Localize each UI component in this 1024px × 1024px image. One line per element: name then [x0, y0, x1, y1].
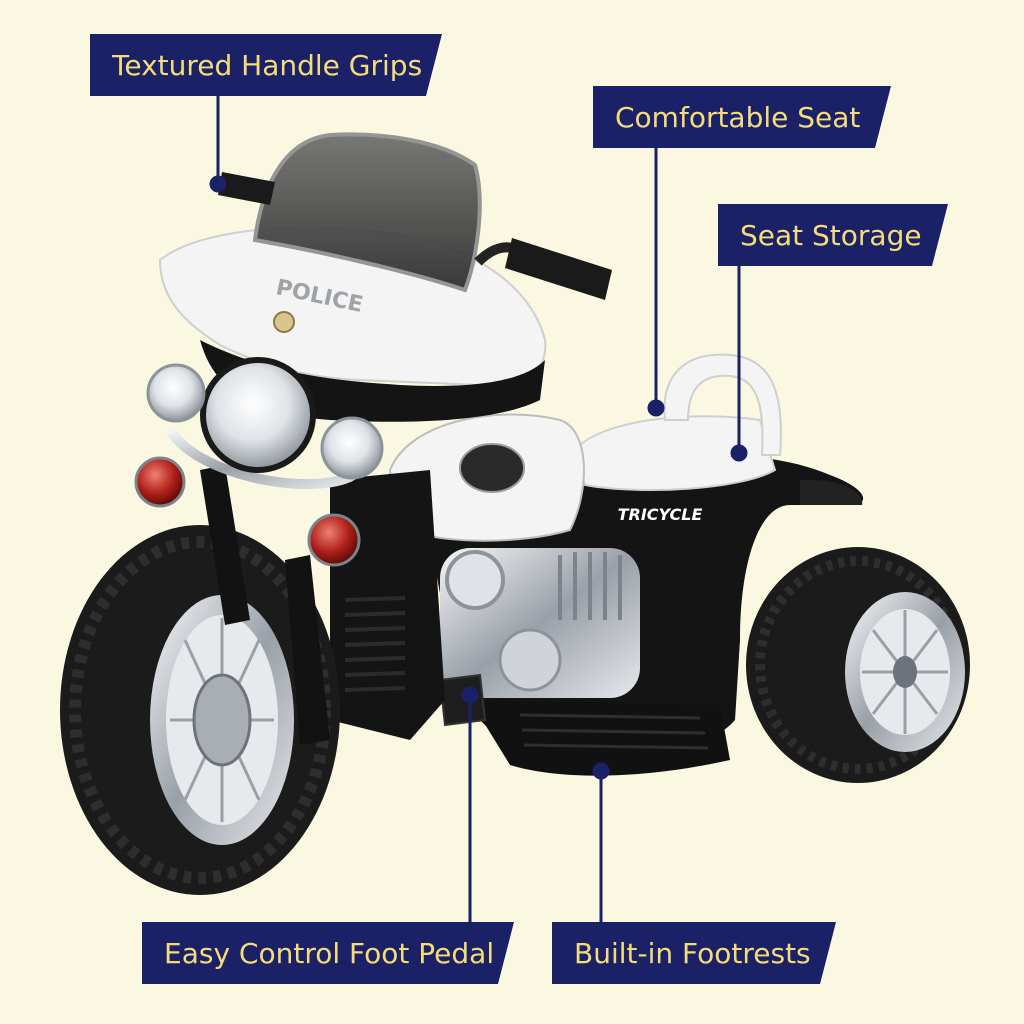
tank-label: TRICYCLE — [618, 505, 703, 524]
red-reflectors — [134, 456, 361, 567]
callout-handle-grips: Textured Handle Grips — [90, 34, 442, 96]
callout-seat-storage: Seat Storage — [718, 204, 948, 266]
rear-wheel — [746, 547, 970, 783]
front-fork — [285, 555, 330, 745]
seat — [573, 353, 782, 491]
foot-pedal — [438, 673, 487, 727]
callout-foot-pedal: Easy Control Foot Pedal — [142, 922, 514, 984]
chrome-engine — [440, 548, 640, 698]
callout-footrests: Built-in Footrests — [552, 922, 836, 984]
left-handle-grip — [218, 172, 275, 205]
callout-leaders — [209, 96, 748, 922]
front-body — [330, 470, 445, 740]
light-bar — [165, 427, 364, 490]
footrest — [470, 700, 730, 776]
headlights — [146, 357, 384, 480]
right-handle-grip — [505, 238, 612, 300]
front-wheel — [60, 525, 340, 895]
windshield — [252, 132, 482, 293]
police-star-icon — [273, 311, 295, 333]
callout-comfortable-seat: Comfortable Seat — [593, 86, 891, 148]
tank-badge — [459, 443, 525, 493]
